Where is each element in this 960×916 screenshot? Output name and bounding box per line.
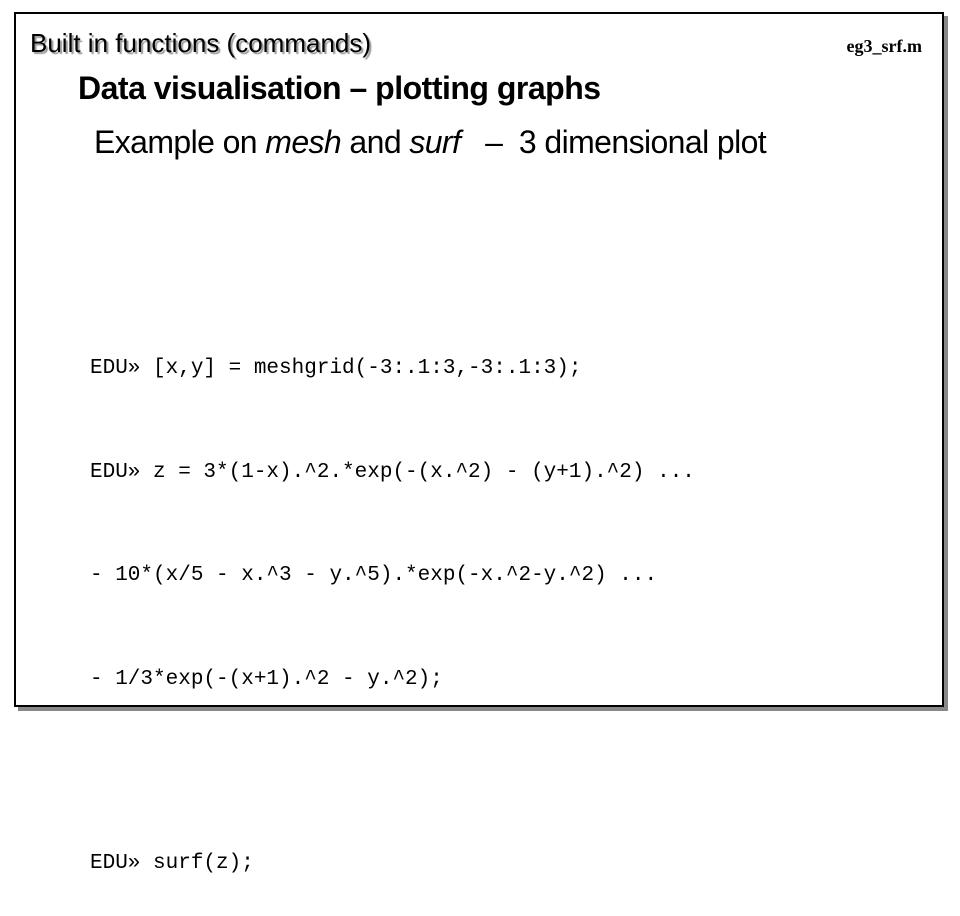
slide-title: Data visualisation – plotting graphs <box>78 70 601 106</box>
slide-subtitle: Example on mesh and surf – 3 dimensional… <box>94 124 767 161</box>
code-line: EDU» [x,y] = meshgrid(-3:.1:3,-3:.1:3); <box>90 357 582 380</box>
subtitle-text: – 3 dimensional plot <box>460 124 767 160</box>
slide-header: Built in functions (commands) <box>30 28 372 58</box>
code-line: - 1/3*exp(-(x+1).^2 - y.^2); <box>90 667 443 691</box>
code-line: - 10*(x/5 - x.^3 - y.^5).*exp(-x.^2-y.^2… <box>90 564 658 587</box>
subtitle-surf: surf <box>409 124 461 160</box>
subtitle-text: Example on <box>94 124 266 160</box>
subtitle-text: and <box>341 124 410 160</box>
file-name: eg3_srf.m <box>846 36 922 56</box>
subtitle-mesh: mesh <box>265 124 342 160</box>
slide-frame <box>14 12 944 707</box>
code-gap <box>90 766 695 778</box>
code-line: EDU» surf(z); <box>90 852 254 875</box>
code-line: EDU» z = 3*(1-x).^2.*exp(-(x.^2) - (y+1)… <box>90 460 695 484</box>
code-block: EDU» [x,y] = meshgrid(-3:.1:3,-3:.1:3); … <box>90 283 695 916</box>
